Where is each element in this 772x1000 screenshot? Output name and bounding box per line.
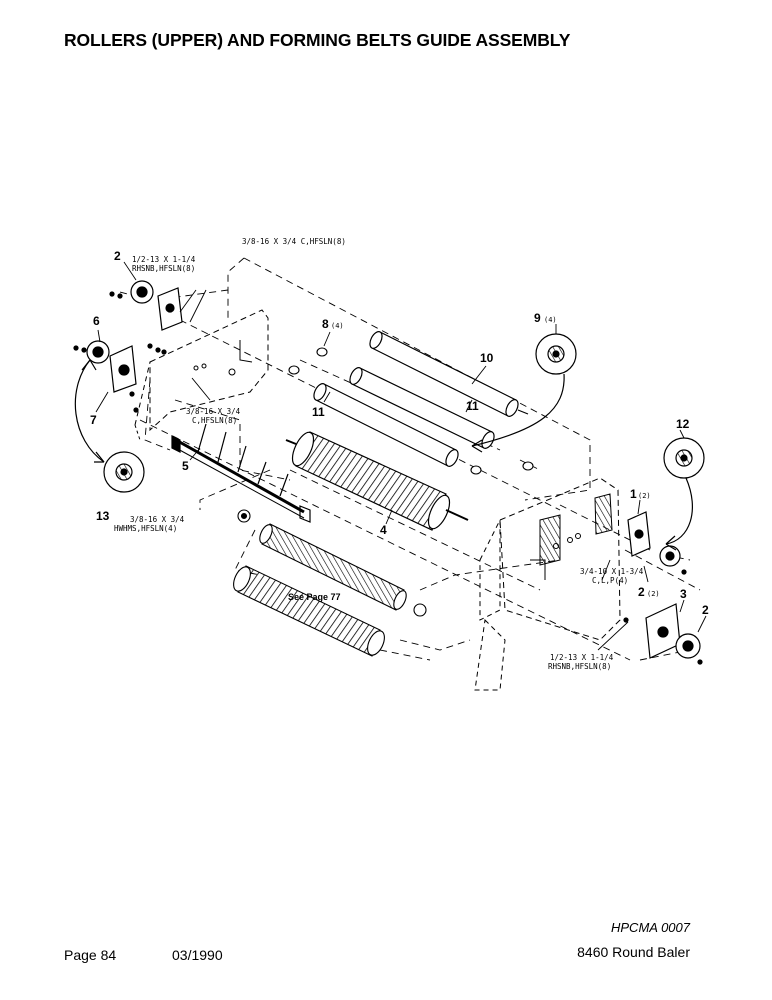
right-side-panel bbox=[474, 477, 621, 691]
callout-2-right-mid: 2 bbox=[638, 585, 645, 599]
callout-11-right: 11 bbox=[466, 399, 479, 413]
detail-circle-9 bbox=[535, 333, 577, 375]
callout-1: 1 bbox=[630, 487, 637, 501]
roller-10 bbox=[369, 331, 529, 417]
hardware-mid-bolt-line2: C,HFSLN(8) bbox=[192, 416, 237, 425]
callout-2-right-mid-qty: (2) bbox=[647, 590, 660, 598]
callout-5: 5 bbox=[182, 459, 189, 473]
bearing-left-upper bbox=[130, 280, 183, 331]
detail-circle-12 bbox=[663, 437, 705, 479]
bearing-right bbox=[623, 511, 703, 665]
roller-4-ribbed bbox=[285, 431, 469, 531]
callout-2-right: 2 bbox=[702, 603, 709, 617]
callout-10: 10 bbox=[480, 351, 494, 365]
roller-11-lower bbox=[313, 383, 459, 467]
callout-labels: 2 6 7 13 5 8 (4) 9 (4) 10 11 11 4 12 1 (… bbox=[90, 249, 709, 617]
hardware-bottom-bolt-line2: RHSNB,HFSLN(8) bbox=[548, 662, 611, 671]
hardware-right-bolt-line1: 3/4-10 X 1-3/4 bbox=[580, 567, 644, 576]
lower-roller-reference bbox=[233, 509, 427, 657]
hardware-low-bolt-line1: 3/8-16 X 3/4 bbox=[130, 515, 185, 524]
roller-11-upper bbox=[349, 367, 495, 449]
hardware-left-bolt-line2: RHSNB,HFSLN(8) bbox=[132, 264, 195, 273]
revision-date: 03/1990 bbox=[172, 947, 223, 963]
see-page-note: See Page 77 bbox=[288, 592, 341, 602]
callout-7: 7 bbox=[90, 413, 97, 427]
page-title: ROLLERS (UPPER) AND FORMING BELTS GUIDE … bbox=[64, 30, 571, 50]
hardware-left-bolt-line1: 1/2-13 X 1-1/4 bbox=[132, 255, 196, 264]
callout-12: 12 bbox=[676, 417, 690, 431]
bearing-left-lower bbox=[73, 291, 167, 413]
callout-8-qty: (4) bbox=[331, 322, 344, 330]
belt-guide-assembly bbox=[171, 423, 311, 523]
callout-2-left: 2 bbox=[114, 249, 121, 263]
callout-11-left: 11 bbox=[312, 405, 325, 419]
callout-9-qty: (4) bbox=[544, 316, 557, 324]
left-side-panel bbox=[134, 309, 269, 441]
hardware-low-bolt-line2: HWHMS,HFSLN(4) bbox=[114, 524, 177, 533]
callout-6: 6 bbox=[93, 314, 100, 328]
bushings-8 bbox=[288, 347, 534, 475]
callout-arrows bbox=[74, 359, 693, 551]
callout-9: 9 bbox=[534, 311, 541, 325]
hardware-mid-bolt-line1: 3/8-16 X 3/4 bbox=[186, 407, 241, 416]
callout-13: 13 bbox=[96, 509, 110, 523]
hardware-labels: 3/8-16 X 3/4 C,HFSLN(8) 1/2-13 X 1-1/4 R… bbox=[114, 237, 644, 671]
callout-1-qty: (2) bbox=[638, 492, 651, 500]
hardware-right-bolt-line2: C,L,P(4) bbox=[592, 576, 628, 585]
page-number: Page 84 bbox=[64, 947, 117, 963]
document-code: HPCMA 0007 bbox=[611, 920, 690, 935]
callout-8: 8 bbox=[322, 317, 329, 331]
leader-lines bbox=[95, 261, 707, 651]
hardware-top-bolt: 3/8-16 X 3/4 C,HFSLN(8) bbox=[242, 237, 346, 246]
hardware-bottom-bolt-line1: 1/2-13 X 1-1/4 bbox=[550, 653, 614, 662]
callout-4: 4 bbox=[380, 523, 387, 537]
detail-circle-13 bbox=[103, 451, 145, 493]
product-model: 8460 Round Baler bbox=[577, 944, 690, 960]
callout-3: 3 bbox=[680, 587, 687, 601]
